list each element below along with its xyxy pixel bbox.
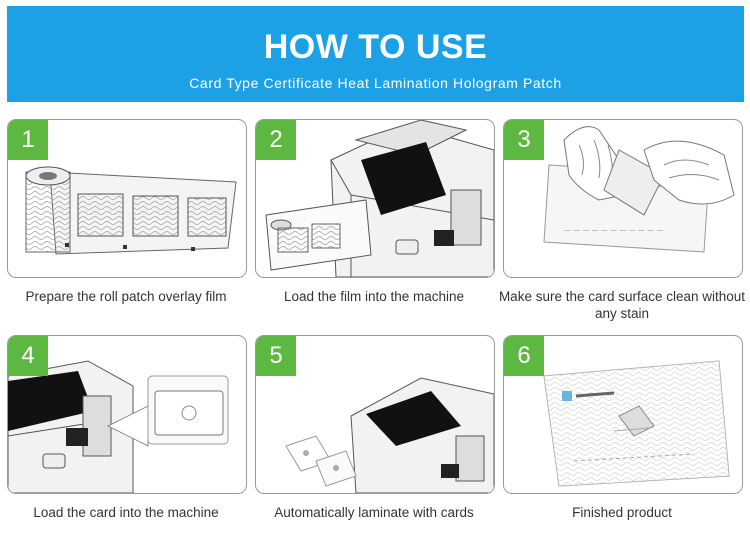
step-2-card: 2 bbox=[255, 119, 495, 278]
step-1-caption: Prepare the roll patch overlay film bbox=[25, 289, 227, 304]
step-6-caption: Finished product bbox=[572, 505, 672, 520]
load-card-illustration bbox=[8, 360, 229, 493]
step-6-card: 6 bbox=[503, 335, 743, 494]
page-subtitle: Card Type Certificate Heat Lamination Ho… bbox=[189, 75, 562, 91]
step-4-number: 4 bbox=[8, 336, 48, 376]
step-3-number: 3 bbox=[504, 120, 544, 160]
roll-film-illustration bbox=[25, 166, 237, 255]
step-1-number: 1 bbox=[8, 120, 48, 160]
svg-text:— — — — — — — — — — —: — — — — — — — — — — — bbox=[564, 226, 663, 234]
step-6-number: 6 bbox=[504, 336, 544, 376]
finished-card-illustration bbox=[543, 360, 730, 487]
step-2-number: 2 bbox=[256, 120, 296, 160]
header-banner: HOW TO USE Card Type Certificate Heat La… bbox=[7, 6, 744, 102]
step-4-caption: Load the card into the machine bbox=[33, 505, 219, 520]
step-3-caption: Make sure the card surface clean without… bbox=[498, 289, 746, 321]
step-1-card: 1 bbox=[7, 119, 247, 278]
step-5-caption: Automatically laminate with cards bbox=[274, 505, 474, 520]
step-3-card: 3 — — — — — — — — — — — bbox=[503, 119, 743, 278]
page-title: HOW TO USE bbox=[263, 28, 488, 66]
step-5-card: 5 bbox=[255, 335, 495, 494]
step-4-card: 4 bbox=[7, 335, 247, 494]
card-cleaning-illustration: — — — — — — — — — — — bbox=[543, 126, 735, 253]
step-2-caption: Load the film into the machine bbox=[283, 289, 465, 304]
step-5-number: 5 bbox=[256, 336, 296, 376]
printer-film-illustration bbox=[265, 120, 494, 277]
laminate-illustration bbox=[285, 377, 494, 493]
